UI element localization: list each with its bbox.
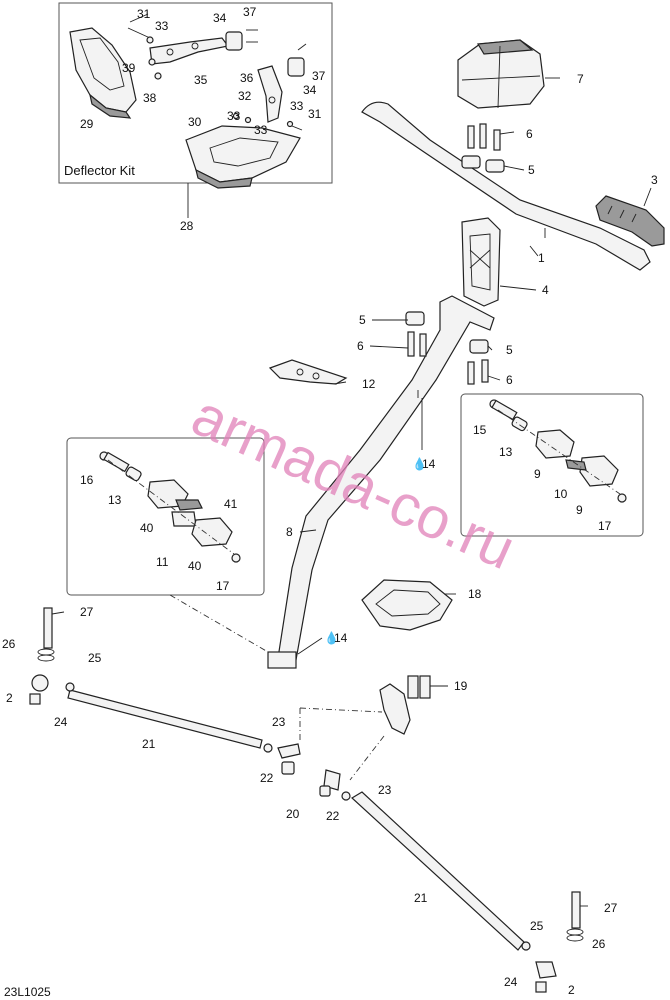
steering-arm-bracket	[379, 675, 431, 735]
deflector-right	[185, 125, 301, 189]
deflector-kit-box	[58, 2, 333, 184]
callout-23-right: 23	[378, 783, 392, 797]
callout-9-right-a: 9	[534, 467, 541, 481]
callout-37: 37	[243, 5, 257, 19]
oil-drop-icon: 💧	[412, 457, 427, 471]
callout-31-b: 31	[308, 107, 322, 121]
callout-5-mid: 5	[359, 313, 366, 327]
leader-lines	[51, 13, 652, 907]
callout-34-b: 34	[303, 83, 317, 97]
deflector-bracket-lower	[257, 57, 305, 123]
callout-33-b: 33	[227, 109, 241, 123]
callout-29: 29	[80, 117, 94, 131]
callout-32: 32	[238, 89, 252, 103]
callout-6-right: 6	[506, 373, 513, 387]
callout-22-right: 22	[326, 809, 340, 823]
callout-21-right: 21	[414, 891, 428, 905]
callout-7: 7	[577, 72, 584, 86]
callout-41: 41	[224, 497, 238, 511]
callout-5-right: 5	[506, 343, 513, 357]
bushing-assembly-right	[489, 399, 627, 503]
callout-5-top: 5	[528, 163, 535, 177]
diagram-code: 23L1025	[4, 985, 51, 999]
deflector-kit-label: Deflector Kit	[64, 163, 135, 178]
callouts: 31 33 34 37 39 38 35 29 36 37 32 34 33 3…	[2, 5, 658, 997]
callout-27-right: 27	[604, 901, 618, 915]
watermark: armada-co.ru	[183, 382, 525, 582]
callout-33-c: 33	[290, 99, 304, 113]
bushing-assembly-left	[99, 451, 241, 563]
steering-column	[267, 295, 495, 669]
callout-26-right: 26	[592, 937, 606, 951]
callout-24-right: 24	[504, 975, 518, 989]
callout-33-d: 33	[254, 123, 268, 137]
callout-33: 33	[155, 19, 169, 33]
callout-15: 15	[473, 423, 487, 437]
callout-28: 28	[180, 219, 194, 233]
callout-31: 31	[137, 7, 151, 21]
callout-14-b: 14	[334, 631, 348, 645]
handlebar-pad	[457, 39, 560, 109]
deflector-left	[69, 27, 137, 119]
handlebar	[361, 101, 651, 271]
callout-34: 34	[213, 11, 227, 25]
column-cover	[361, 579, 453, 631]
callout-14-a: 14	[422, 457, 436, 471]
callout-38: 38	[143, 91, 157, 105]
callout-3: 3	[651, 173, 658, 187]
kit-hardware	[127, 27, 307, 131]
callout-30: 30	[188, 115, 202, 129]
bushing-detail-right	[460, 393, 644, 537]
callout-22-left: 22	[260, 771, 274, 785]
column-clamp	[405, 311, 489, 385]
callout-6-mid: 6	[357, 339, 364, 353]
callout-21-left: 21	[142, 737, 156, 751]
callout-17-left: 17	[216, 579, 230, 593]
deflector-bracket-upper	[149, 31, 243, 65]
callout-16: 16	[80, 473, 94, 487]
steering-plate	[268, 359, 348, 385]
callout-27-left: 27	[80, 605, 94, 619]
callout-2-left: 2	[6, 691, 13, 705]
tie-rod-end-center	[263, 743, 341, 797]
bushing-detail-left	[66, 437, 265, 596]
handle-grip	[595, 195, 665, 247]
callout-23-left: 23	[272, 715, 286, 729]
callout-4: 4	[542, 283, 549, 297]
callout-37-b: 37	[312, 69, 326, 83]
callout-20: 20	[286, 807, 300, 821]
oil-drop-icon-2: 💧	[324, 631, 339, 645]
callout-18: 18	[468, 587, 482, 601]
tie-rod-right	[341, 791, 584, 993]
callout-40-b: 40	[188, 559, 202, 573]
callout-35: 35	[194, 73, 208, 87]
callout-13-right: 13	[499, 445, 513, 459]
handlebar-riser	[461, 217, 501, 307]
callout-2-right: 2	[568, 983, 575, 997]
callout-10: 10	[554, 487, 568, 501]
callout-13-left: 13	[108, 493, 122, 507]
callout-26-left: 26	[2, 637, 16, 651]
callout-1: 1	[538, 251, 545, 265]
callout-36: 36	[240, 71, 254, 85]
callout-6-top: 6	[526, 127, 533, 141]
handlebar-clamp-upper	[461, 123, 505, 173]
callout-39: 39	[122, 61, 136, 75]
callout-25-left: 25	[88, 651, 102, 665]
callout-25-right: 25	[530, 919, 544, 933]
callout-19: 19	[454, 679, 468, 693]
tie-rod-left	[29, 607, 263, 749]
callout-8: 8	[286, 525, 293, 539]
callout-11: 11	[156, 555, 169, 569]
callout-9-right-b: 9	[576, 503, 583, 517]
callout-24-left: 24	[54, 715, 68, 729]
callout-40-a: 40	[140, 521, 154, 535]
callout-12: 12	[362, 377, 376, 391]
callout-17-right: 17	[598, 519, 612, 533]
